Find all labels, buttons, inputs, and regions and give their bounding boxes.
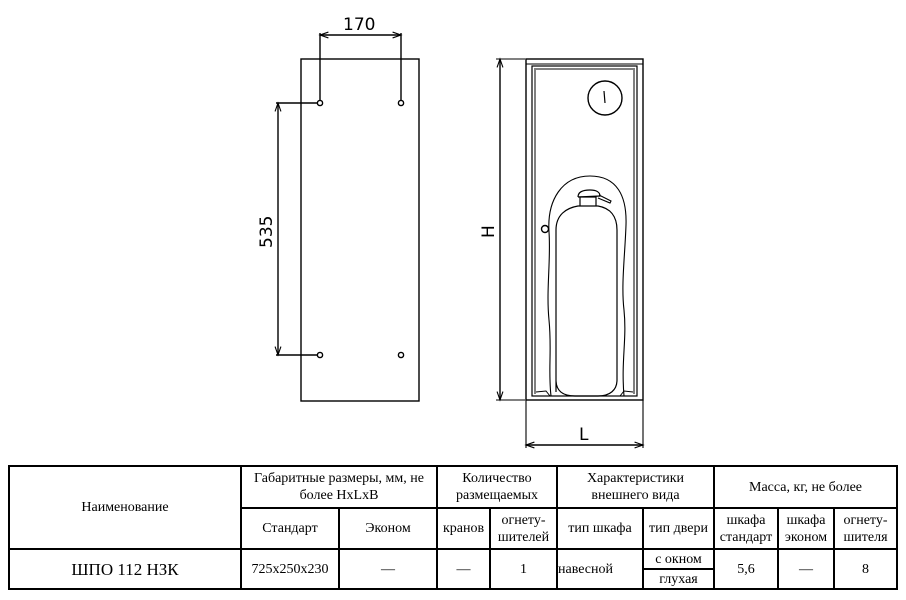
door-handle xyxy=(540,224,550,234)
subheader-mass-extinguisher: огнету-шителя xyxy=(833,507,898,550)
subheader-econom: Эконом xyxy=(338,507,438,550)
cell-mass-standard: 5,6 xyxy=(713,548,779,590)
door-view xyxy=(496,57,645,449)
cell-door-type-solid: глухая xyxy=(642,568,715,590)
mounting-hole xyxy=(397,351,405,359)
cell-door-type-window: с окном xyxy=(642,548,715,570)
cell-name: ШПО 112 НЗК xyxy=(8,548,242,590)
cell-mass-econom: — xyxy=(777,548,835,590)
dimension-label-h: H xyxy=(479,225,499,238)
cabinet-body xyxy=(525,58,644,401)
subheader-row: Стандарт Эконом кранов огнету-шителей ти… xyxy=(9,507,898,550)
cell-econom: — xyxy=(338,548,438,590)
header-row: Наименование Габаритные размеры, мм, не … xyxy=(8,465,898,550)
cell-mass-extinguisher: 8 xyxy=(833,548,898,590)
cabinet-back-panel xyxy=(300,58,420,402)
mounting-hole xyxy=(316,351,324,359)
subheader-taps: кранов xyxy=(436,507,491,550)
extinguisher-body xyxy=(555,205,618,397)
subheader-door-type: тип двери xyxy=(642,507,715,550)
specification-table: Наименование Габаритные размеры, мм, не … xyxy=(8,465,898,590)
extinguisher-lever xyxy=(597,194,612,204)
lock-icon xyxy=(587,80,623,116)
subheader-cabinet-type: тип шкафа xyxy=(556,507,644,550)
table-row: ШПО 112 НЗК 725x250x230 — — 1 навесной с… xyxy=(8,548,898,590)
header-appearance: Характеристики внешнего вида xyxy=(556,465,715,509)
header-quantity: Количество размещаемых xyxy=(436,465,558,509)
mounting-hole xyxy=(316,99,324,107)
header-name: Наименование xyxy=(8,465,242,550)
subheader-mass-econom: шкафа эконом xyxy=(777,507,835,550)
dimension-label-170: 170 xyxy=(343,15,375,35)
door-window-outline xyxy=(547,175,627,397)
header-mass: Масса, кг, не более xyxy=(713,465,898,509)
technical-drawing: 170 535 H L xyxy=(257,15,645,449)
dimension-label-535: 535 xyxy=(257,216,277,248)
subheader-standard: Стандарт xyxy=(240,507,340,550)
front-view xyxy=(274,31,420,402)
dimension-label-l: L xyxy=(579,425,589,445)
cell-cabinet-type: навесной xyxy=(556,548,644,590)
subheader-mass-standard: шкафа стандарт xyxy=(713,507,779,550)
cell-taps: — xyxy=(436,548,491,590)
cell-standard: 725x250x230 xyxy=(240,548,340,590)
mounting-hole xyxy=(397,99,405,107)
extinguisher-valve xyxy=(579,196,597,206)
subheader-extinguishers: огнету-шителей xyxy=(489,507,558,550)
header-dimensions: Габаритные размеры, мм, не более НxLxB xyxy=(240,465,438,509)
table-row: глухая xyxy=(9,568,897,590)
cell-extinguishers: 1 xyxy=(489,548,558,590)
